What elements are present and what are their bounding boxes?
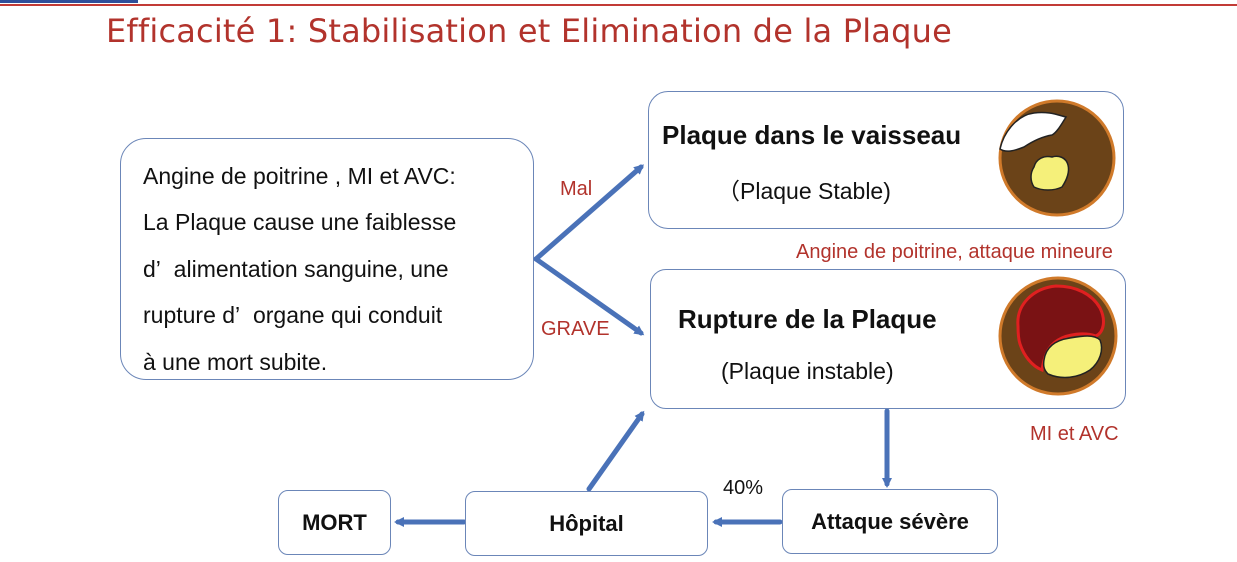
stable-plaque-caption: Angine de poitrine, attaque mineure [796, 241, 1113, 263]
description-line: à une mort subite. [143, 348, 328, 375]
description-box: Angine de poitrine , MI et AVC: La Plaqu… [120, 138, 534, 380]
rupture-plaque-caption: MI et AVC [1030, 423, 1119, 445]
hospital-box: Hôpital [465, 491, 708, 556]
severe-attack-box: Attaque sévère [782, 489, 998, 554]
hospital-label: Hôpital [549, 510, 624, 536]
description-line: Angine de poitrine , MI et AVC: [143, 163, 456, 189]
severe-branch-label: GRAVE [541, 318, 610, 340]
ruptured-plaque-vessel-icon [998, 276, 1118, 396]
header-accent-blue [0, 0, 138, 3]
mild-branch-label: Mal [560, 178, 593, 200]
death-label: MORT [302, 509, 367, 535]
arrow-to-rupture [533, 256, 645, 336]
arrow-hospital-to-rupture [586, 410, 645, 492]
description-line: d’ alimentation sanguine, une [143, 255, 449, 282]
percent-label: 40% [723, 477, 764, 499]
header-rule-red [0, 4, 1237, 6]
rupture-plaque-title: Rupture de la Plaque [678, 304, 937, 334]
rupture-plaque-subtitle: (Plaque instable) [721, 358, 894, 384]
death-box: MORT [278, 490, 391, 555]
description-line: rupture d’ organe qui conduit [143, 302, 443, 329]
stable-plaque-title: Plaque dans le vaisseau [662, 120, 962, 150]
severe-attack-label: Attaque sévère [811, 508, 969, 534]
stable-plaque-subtitle: （Plaque Stable) [717, 178, 891, 204]
slide-title: Efficacité 1: Stabilisation et Eliminati… [106, 12, 952, 50]
arrow-to-stable [533, 164, 645, 262]
description-line: La Plaque cause une faiblesse [143, 209, 457, 236]
stable-plaque-vessel-icon [998, 99, 1116, 217]
